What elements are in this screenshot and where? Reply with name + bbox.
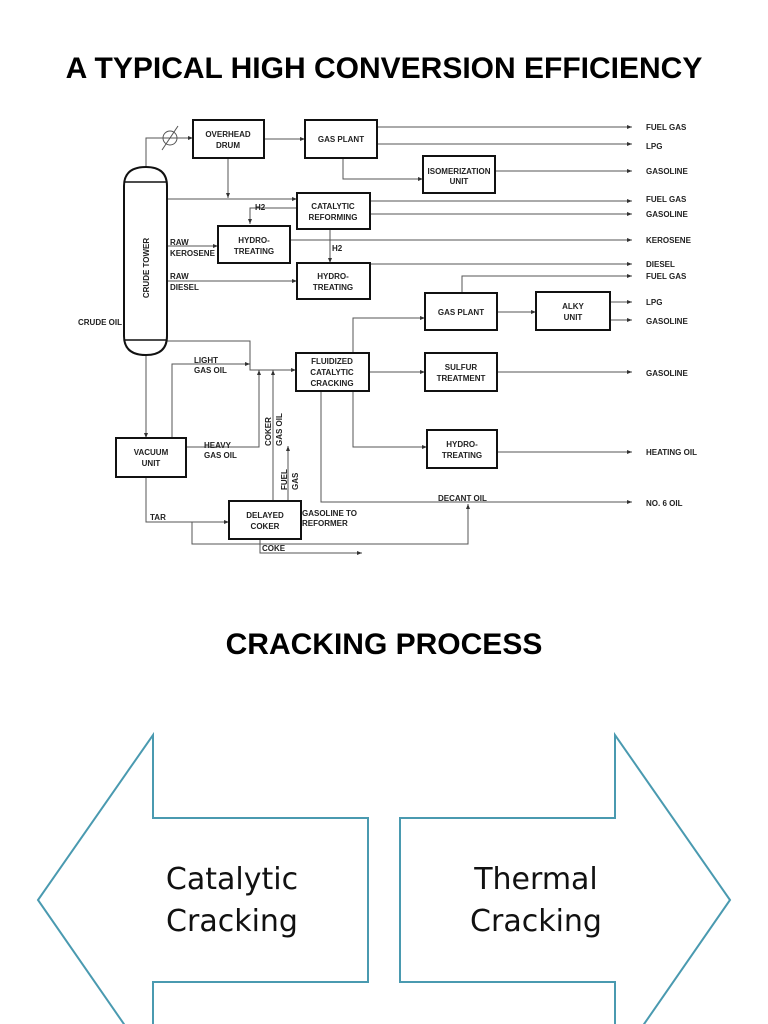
svg-text:TAR: TAR	[150, 513, 166, 522]
svg-text:FUEL GAS: FUEL GAS	[646, 195, 687, 204]
svg-text:UNIT: UNIT	[450, 177, 469, 186]
svg-text:DELAYED: DELAYED	[246, 511, 284, 520]
svg-text:FUEL GAS: FUEL GAS	[646, 123, 687, 132]
product-labels: FUEL GAS LPG GASOLINE FUEL GAS GASOLINE …	[646, 123, 697, 508]
svg-text:ISOMERIZATION: ISOMERIZATION	[428, 167, 491, 176]
svg-text:OVERHEAD: OVERHEAD	[205, 130, 251, 139]
svg-text:DIESEL: DIESEL	[646, 260, 675, 269]
svg-text:GAS OIL: GAS OIL	[204, 451, 237, 460]
svg-text:COKE: COKE	[262, 544, 286, 553]
svg-text:Cracking: Cracking	[166, 904, 298, 939]
condenser-icon	[162, 130, 178, 146]
svg-text:HEATING OIL: HEATING OIL	[646, 448, 697, 457]
svg-text:LPG: LPG	[646, 142, 662, 151]
svg-text:FLUIDIZED: FLUIDIZED	[311, 357, 353, 366]
svg-text:CATALYTIC: CATALYTIC	[311, 202, 355, 211]
unit-hydrotreating-1: HYDRO- TREATING	[217, 225, 291, 264]
unit-gas-plant-2: GAS PLANT	[424, 292, 498, 331]
page-title: A TYPICAL HIGH CONVERSION EFFICIENCY	[65, 52, 703, 85]
svg-text:GAS PLANT: GAS PLANT	[438, 308, 484, 317]
stream-labels: CRUDE OIL H2 H2 RAW KEROSENE RAW DIESEL …	[78, 203, 487, 553]
svg-text:KEROSENE: KEROSENE	[646, 236, 692, 245]
svg-text:CRACKING: CRACKING	[310, 379, 353, 388]
svg-text:DIESEL: DIESEL	[170, 283, 199, 292]
svg-text:Thermal: Thermal	[473, 862, 598, 897]
svg-text:GAS: GAS	[291, 472, 300, 490]
svg-text:TREATING: TREATING	[313, 283, 353, 292]
svg-text:VACUUM: VACUUM	[134, 448, 169, 457]
svg-text:FUEL GAS: FUEL GAS	[646, 272, 687, 281]
svg-text:REFORMER: REFORMER	[302, 519, 348, 528]
svg-text:TREATING: TREATING	[234, 247, 274, 256]
svg-text:NO. 6 OIL: NO. 6 OIL	[646, 499, 683, 508]
svg-text:GASOLINE TO: GASOLINE TO	[302, 509, 357, 518]
svg-text:TREATING: TREATING	[442, 451, 482, 460]
svg-text:COKER: COKER	[264, 417, 273, 446]
svg-text:GASOLINE: GASOLINE	[646, 210, 688, 219]
svg-text:HYDRO-: HYDRO-	[446, 440, 478, 449]
svg-text:H2: H2	[255, 203, 266, 212]
crude-tower: CRUDE TOWER	[123, 165, 168, 357]
unit-fcc: FLUIDIZED CATALYTIC CRACKING	[295, 352, 370, 392]
svg-text:GASOLINE: GASOLINE	[646, 369, 688, 378]
unit-delayed-coker: DELAYED COKER	[228, 500, 302, 540]
svg-text:LIGHT: LIGHT	[194, 356, 218, 365]
unit-catalytic-reforming: CATALYTIC REFORMING	[296, 192, 371, 230]
svg-text:GAS PLANT: GAS PLANT	[318, 135, 364, 144]
catalytic-cracking-arrow: Catalytic Cracking	[36, 731, 369, 1024]
svg-text:RAW: RAW	[170, 238, 189, 247]
svg-text:CATALYTIC: CATALYTIC	[310, 368, 354, 377]
svg-text:LPG: LPG	[646, 298, 662, 307]
svg-text:DECANT OIL: DECANT OIL	[438, 494, 487, 503]
svg-text:REFORMING: REFORMING	[309, 213, 358, 222]
svg-text:COKER: COKER	[251, 522, 280, 531]
svg-text:TREATMENT: TREATMENT	[437, 374, 486, 383]
unit-hydrotreating-2: HYDRO- TREATING	[296, 262, 371, 300]
unit-isomerization: ISOMERIZATION UNIT	[422, 155, 496, 194]
svg-text:GASOLINE: GASOLINE	[646, 317, 688, 326]
unit-overhead-drum: OVERHEAD DRUM	[192, 119, 265, 159]
svg-text:GAS OIL: GAS OIL	[275, 413, 284, 446]
svg-text:GASOLINE: GASOLINE	[646, 167, 688, 176]
svg-text:CRUDE TOWER: CRUDE TOWER	[142, 238, 151, 299]
svg-text:UNIT: UNIT	[142, 459, 161, 468]
svg-text:GAS OIL: GAS OIL	[194, 366, 227, 375]
thermal-cracking-arrow: Thermal Cracking	[399, 731, 732, 1024]
svg-text:HYDRO-: HYDRO-	[317, 272, 349, 281]
unit-vacuum: VACUUM UNIT	[115, 437, 187, 478]
flow-lines	[144, 125, 632, 555]
svg-text:UNIT: UNIT	[564, 313, 583, 322]
svg-text:KEROSENE: KEROSENE	[170, 249, 216, 258]
svg-text:CRUDE OIL: CRUDE OIL	[78, 318, 122, 327]
unit-alky: ALKY UNIT	[535, 291, 611, 331]
svg-text:HYDRO-: HYDRO-	[238, 236, 270, 245]
unit-hydrotreating-3: HYDRO- TREATING	[426, 429, 498, 469]
svg-text:HEAVY: HEAVY	[204, 441, 232, 450]
svg-text:H2: H2	[332, 244, 343, 253]
svg-text:Catalytic: Catalytic	[166, 862, 298, 897]
svg-text:DRUM: DRUM	[216, 141, 240, 150]
svg-text:RAW: RAW	[170, 272, 189, 281]
unit-sulfur-treatment: SULFUR TREATMENT	[424, 352, 498, 392]
svg-text:ALKY: ALKY	[562, 302, 584, 311]
svg-text:FUEL: FUEL	[280, 469, 289, 490]
section-title: CRACKING PROCESS	[225, 628, 543, 661]
svg-text:SULFUR: SULFUR	[445, 363, 478, 372]
svg-text:Cracking: Cracking	[470, 904, 602, 939]
unit-gas-plant-1: GAS PLANT	[304, 119, 378, 159]
